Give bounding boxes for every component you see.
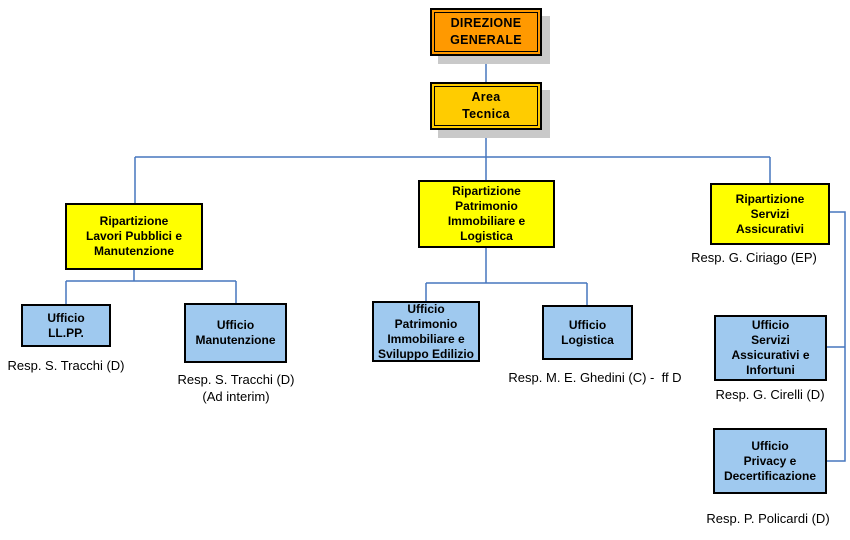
caption-resp-ghedini: Resp. M. E. Ghedini (C) - ff D: [508, 370, 682, 385]
connector-patrimonio-children: [425, 248, 588, 305]
caption-resp-tracchi-interim: Resp. S. Tracchi (D) (Ad interim): [177, 372, 295, 404]
connector-area-to-branches: [134, 130, 771, 203]
node-label: Ufficio Privacy e Decertificazione: [723, 438, 817, 483]
caption-resp-cirelli: Resp. G. Cirelli (D): [715, 387, 825, 402]
node-label: Ufficio LL.PP.: [47, 310, 85, 340]
node-label: Ripartizione Lavori Pubblici e Manutenzi…: [85, 214, 183, 258]
node-label: Ufficio Logistica: [561, 317, 614, 347]
connector-lavori-children: [65, 270, 237, 304]
node-label: Ripartizione Servizi Assicurativi: [735, 191, 805, 236]
caption-resp-tracchi: Resp. S. Tracchi (D): [7, 358, 125, 373]
node-ufficio-privacy: Ufficio Privacy e Decertificazione: [713, 428, 827, 494]
node-label: Ripartizione Patrimonio Immobiliare e Lo…: [447, 184, 526, 243]
node-ripartizione-lavori-pubblici: Ripartizione Lavori Pubblici e Manutenzi…: [65, 203, 203, 270]
caption-resp-ciriago: Resp. G. Ciriago (EP): [691, 250, 817, 265]
node-ufficio-patrimonio-immobiliare: Ufficio Patrimonio Immobiliare e Svilupp…: [372, 301, 480, 362]
node-ripartizione-servizi-assicurativi: Ripartizione Servizi Assicurativi: [710, 183, 830, 245]
node-label: Ufficio Patrimonio Immobiliare e Svilupp…: [378, 301, 474, 361]
node-label: Area Tecnica: [462, 90, 510, 121]
node-ufficio-servizi-assicurativi: Ufficio Servizi Assicurativi e Infortuni: [714, 315, 827, 381]
node-ripartizione-patrimonio: Ripartizione Patrimonio Immobiliare e Lo…: [418, 180, 555, 248]
node-ufficio-logistica: Ufficio Logistica: [542, 305, 633, 360]
node-area-tecnica: Area Tecnica: [430, 82, 542, 130]
caption-resp-policardi: Resp. P. Policardi (D): [706, 511, 830, 526]
node-label: DIREZIONE GENERALE: [450, 16, 522, 47]
node-ufficio-llpp: Ufficio LL.PP.: [21, 304, 111, 347]
node-direzione-generale: DIREZIONE GENERALE: [430, 8, 542, 56]
node-label: Ufficio Servizi Assicurativi e Infortuni: [731, 318, 810, 377]
node-label: Ufficio Manutenzione: [195, 318, 276, 347]
node-ufficio-manutenzione: Ufficio Manutenzione: [184, 303, 287, 363]
connector-servizi-children: [827, 211, 846, 462]
